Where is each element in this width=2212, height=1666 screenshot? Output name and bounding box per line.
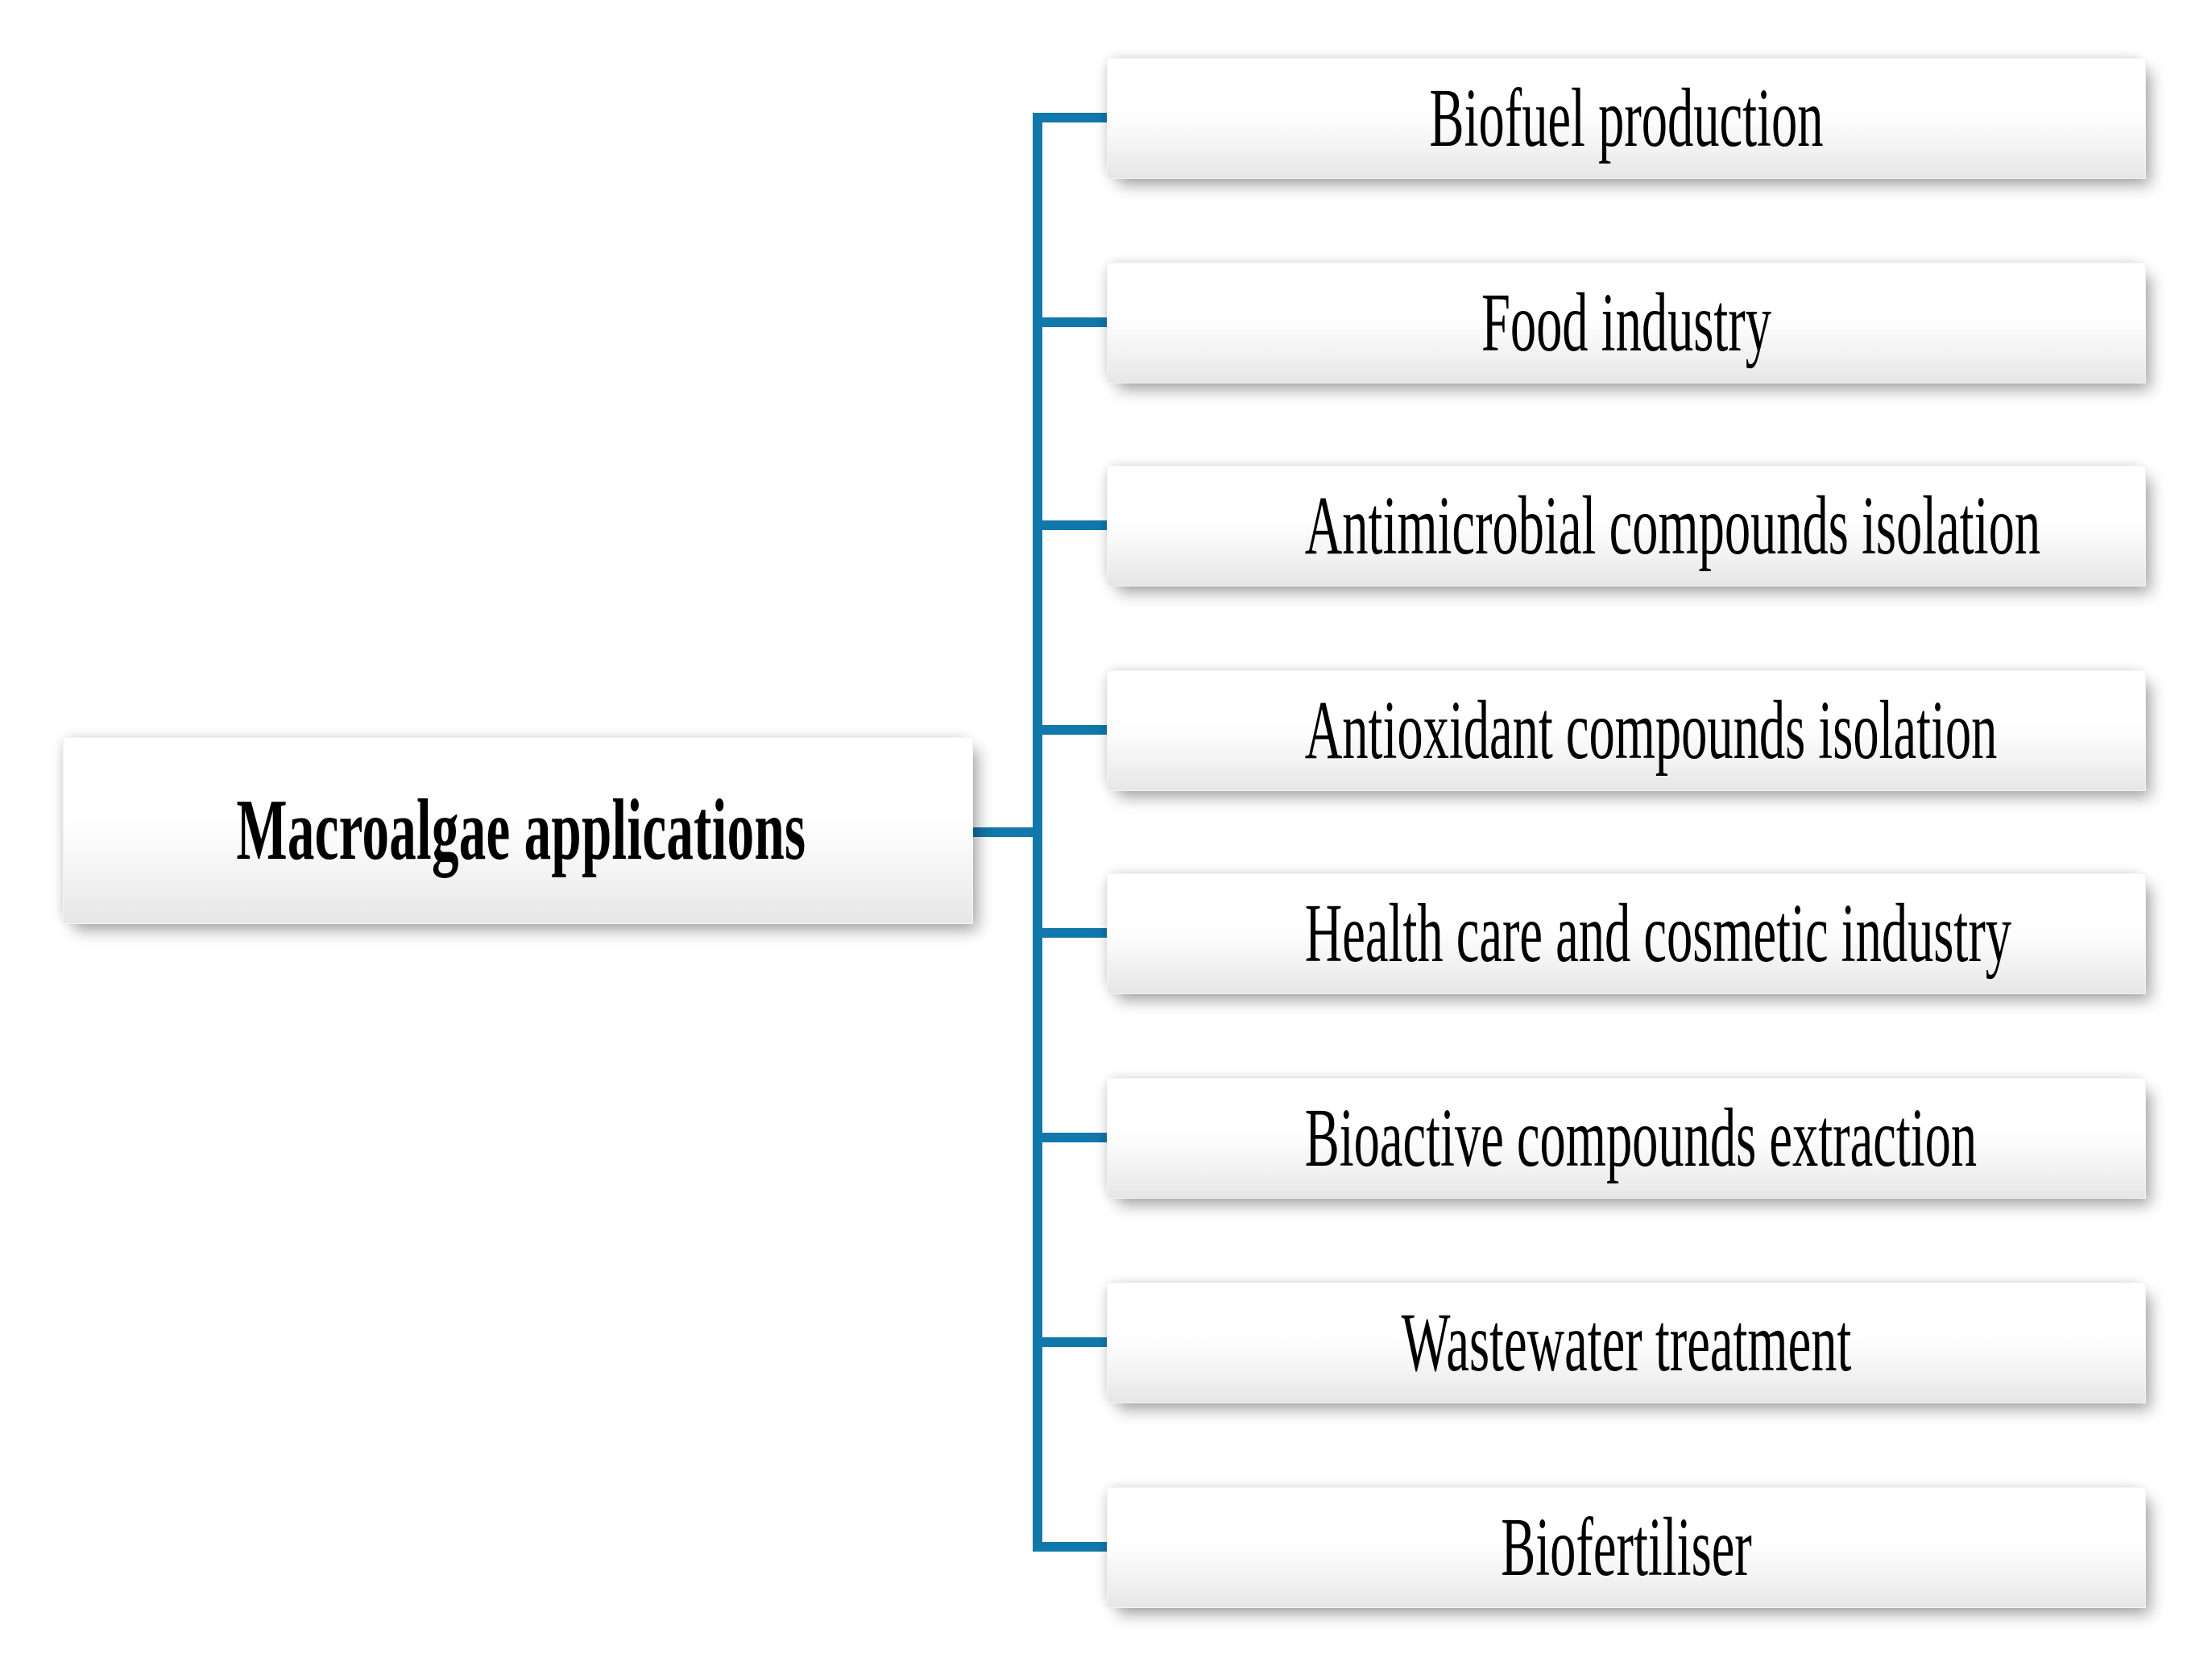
- branch-node-bioactive-compounds-extraction[interactable]: Bioactive compounds extraction: [1107, 1078, 2146, 1199]
- branch-node-label: Bioactive compounds extraction: [1304, 1092, 1978, 1185]
- root-node-macroalgae-applications[interactable]: Macroalgae applications: [63, 737, 973, 924]
- branch-node-antimicrobial-compounds-isolation[interactable]: Antimicrobial compounds isolation: [1107, 466, 2146, 586]
- branch-node-wastewater-treatment[interactable]: Wastewater treatment: [1107, 1283, 2146, 1403]
- branch-node-label: Wastewater treatment: [1401, 1296, 1852, 1390]
- branch-node-label: Antimicrobial compounds isolation: [1304, 479, 2041, 573]
- branch-node-antioxidant-compounds-isolation[interactable]: Antioxidant compounds isolation: [1107, 670, 2146, 791]
- branch-node-label: Antioxidant compounds isolation: [1304, 684, 1998, 777]
- branch-node-health-care-and-cosmetic-industry[interactable]: Health care and cosmetic industry: [1107, 873, 2146, 994]
- branch-node-food-industry[interactable]: Food industry: [1107, 263, 2146, 383]
- branch-node-label: Health care and cosmetic industry: [1304, 887, 2012, 980]
- branch-node-label: Biofuel production: [1429, 72, 1824, 165]
- root-node-label: Macroalgae applications: [236, 782, 806, 879]
- branch-node-label: Biofertiliser: [1501, 1501, 1752, 1594]
- branch-node-biofertiliser[interactable]: Biofertiliser: [1107, 1487, 2146, 1608]
- branch-node-biofuel-production[interactable]: Biofuel production: [1107, 58, 2146, 179]
- branch-node-label: Food industry: [1481, 276, 1772, 370]
